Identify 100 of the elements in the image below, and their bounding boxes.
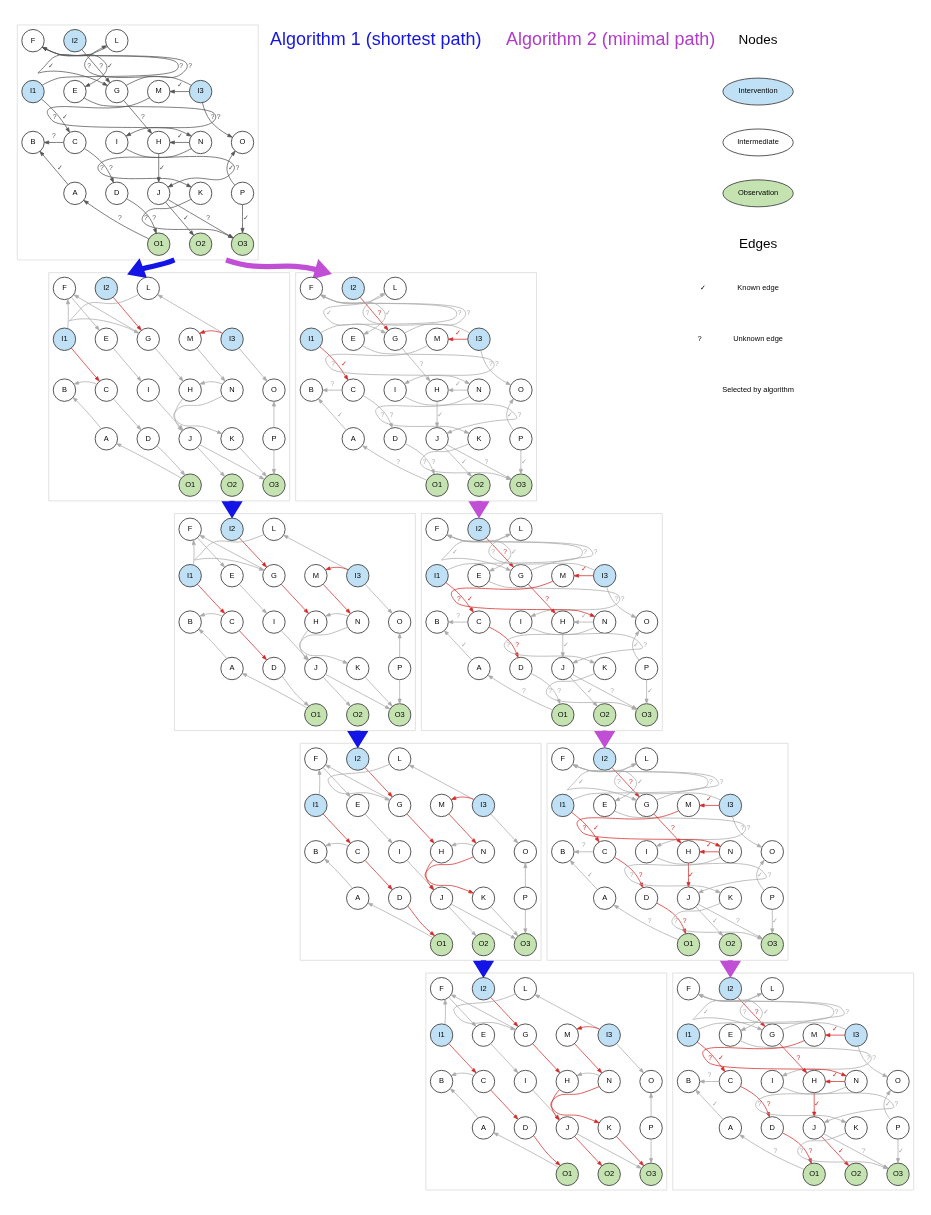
node-circle: L xyxy=(105,29,129,53)
arrow xyxy=(112,347,142,382)
arrow xyxy=(695,906,724,937)
arrow xyxy=(325,842,349,847)
arrow xyxy=(364,676,393,707)
node-circle: I1 xyxy=(425,564,449,588)
node-circle: F xyxy=(304,747,328,771)
arrow xyxy=(739,992,847,1030)
arrow xyxy=(740,1086,770,1118)
arrow xyxy=(533,1135,561,1166)
node-circle: I xyxy=(105,130,129,155)
node-circle: M xyxy=(147,79,171,104)
arrow xyxy=(199,329,223,334)
node-circle: E xyxy=(63,79,87,104)
node-circle: M xyxy=(425,327,449,351)
arrow xyxy=(699,849,720,854)
node-circle: P xyxy=(513,886,538,910)
arrow xyxy=(490,813,519,844)
arrow xyxy=(443,999,448,1025)
node-circle: J xyxy=(147,181,171,205)
arrow xyxy=(397,679,402,704)
node-circle: I3 xyxy=(188,79,213,104)
arrow xyxy=(375,396,470,434)
arrow xyxy=(576,1072,600,1076)
arrow xyxy=(70,347,100,382)
node-circle: F xyxy=(429,977,454,1001)
legend-label: Observation xyxy=(737,188,779,198)
arrow xyxy=(325,345,470,385)
node-circle: M xyxy=(178,327,202,351)
arrow xyxy=(825,1033,846,1038)
arrow xyxy=(238,347,268,382)
node-circle: I1 xyxy=(21,79,45,104)
arrow xyxy=(173,395,223,435)
arrow xyxy=(614,810,746,847)
node-circle: I2 xyxy=(593,747,617,771)
arrow xyxy=(490,1043,519,1074)
node-circle: J xyxy=(676,886,701,910)
arrow xyxy=(451,580,596,617)
arrow xyxy=(490,1089,519,1120)
node-circle: F xyxy=(425,517,449,541)
arrow xyxy=(699,803,720,808)
arrow xyxy=(883,1090,891,1120)
arrow xyxy=(445,582,474,613)
arrow xyxy=(272,449,276,475)
node-circle: L xyxy=(760,977,784,1001)
arrow xyxy=(825,1079,846,1084)
arrow xyxy=(397,633,402,658)
arrow xyxy=(488,533,596,571)
node-circle: K xyxy=(844,1116,868,1140)
arrow xyxy=(72,397,102,429)
label: ✓ xyxy=(699,283,706,293)
arrow xyxy=(695,1089,724,1120)
arrow xyxy=(156,445,186,476)
arrow xyxy=(238,446,267,477)
arrow xyxy=(447,620,469,625)
node-circle: I1 xyxy=(52,327,77,351)
node-circle: F xyxy=(178,517,202,541)
node-circle: P xyxy=(639,1116,663,1140)
arrow xyxy=(532,1043,561,1074)
arrow xyxy=(83,200,150,240)
label: Algorithm 2 (minimal path) xyxy=(505,29,716,50)
arrow xyxy=(485,537,514,568)
arrow xyxy=(576,810,721,847)
arrow xyxy=(770,909,775,934)
arrow xyxy=(573,573,594,578)
node-circle: F xyxy=(21,29,45,53)
node-circle: C xyxy=(593,840,617,864)
node-circle: E xyxy=(593,793,617,818)
node-circle: M xyxy=(551,564,575,588)
node-circle: I3 xyxy=(844,1023,868,1047)
node-circle: A xyxy=(471,1116,496,1140)
arrow xyxy=(97,148,192,188)
arrow xyxy=(576,1025,600,1030)
node-circle: L xyxy=(634,747,659,771)
arrow xyxy=(364,813,393,844)
label: ? xyxy=(697,334,702,344)
node-circle: P xyxy=(388,656,412,681)
arrow xyxy=(424,856,474,894)
node-circle: N xyxy=(593,610,617,634)
node-circle: P xyxy=(760,886,784,910)
arrow xyxy=(167,199,234,239)
arrow xyxy=(123,100,152,134)
arrow xyxy=(83,97,217,137)
node-circle: E xyxy=(718,1023,743,1047)
node-circle: L xyxy=(262,517,286,541)
arrow xyxy=(165,201,194,236)
arrow xyxy=(649,1138,653,1164)
arrow xyxy=(362,345,495,385)
arrow xyxy=(169,89,190,94)
arrow xyxy=(572,674,638,710)
arrow xyxy=(196,347,226,382)
arrow xyxy=(732,816,763,848)
arrow xyxy=(488,626,519,658)
node-circle: O1 xyxy=(178,473,202,497)
node-circle: C xyxy=(718,1069,743,1094)
arrow xyxy=(408,764,475,800)
node-circle: O3 xyxy=(886,1162,910,1186)
label: Nodes xyxy=(738,31,778,47)
arrow xyxy=(506,398,514,431)
arrow xyxy=(487,675,553,711)
